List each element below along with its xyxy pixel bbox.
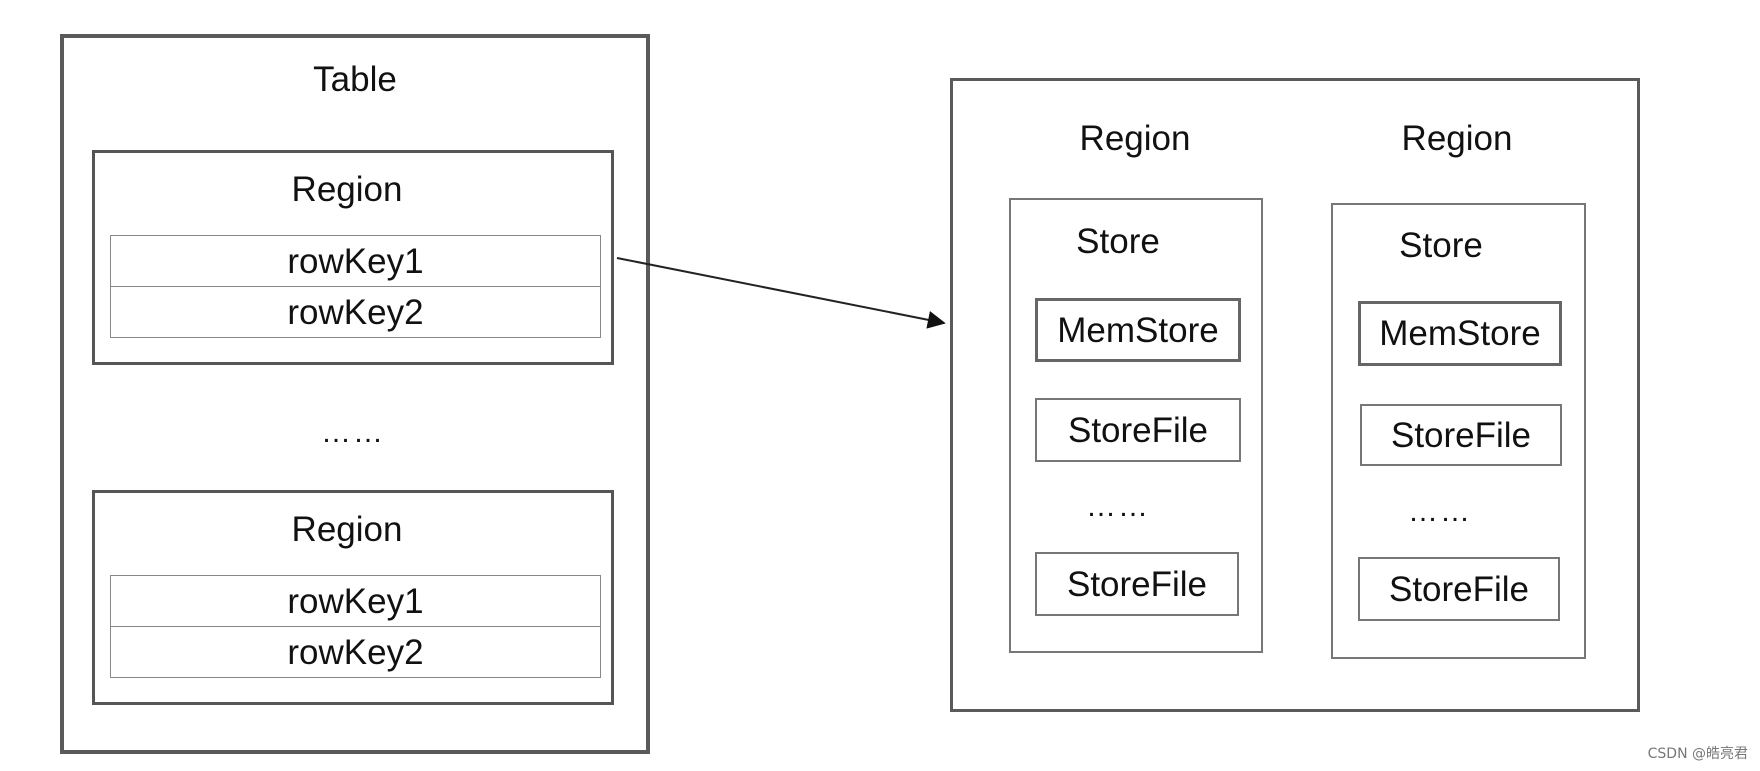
table-title: Table [313, 60, 397, 99]
storefile-2-bottom: StoreFile [1358, 557, 1560, 621]
server-region-2-label: Region [1401, 119, 1513, 158]
memstore-label: MemStore [1057, 310, 1219, 350]
store-1-ellipsis: …… [1086, 490, 1150, 523]
storefile-2-top: StoreFile [1360, 404, 1562, 466]
watermark: CSDN @皓亮君 [1647, 746, 1748, 762]
row-key-label: rowKey1 [287, 242, 424, 281]
table-region-1-row-2: rowKey2 [110, 286, 601, 338]
table-region-1-label: Region [291, 170, 403, 209]
storefile-label: StoreFile [1388, 569, 1530, 609]
memstore-label: MemStore [1379, 314, 1541, 353]
storefile-label: StoreFile [1390, 415, 1532, 455]
memstore-2: MemStore [1358, 301, 1562, 366]
store-1-label: Store [1076, 222, 1160, 261]
table-region-2 [92, 490, 614, 705]
table-region-1 [92, 150, 614, 365]
row-key-label: rowKey2 [287, 292, 424, 332]
store-box-2 [1331, 203, 1586, 659]
server-region-1-label: Region [1079, 119, 1191, 158]
table-region-2-row-1: rowKey1 [110, 575, 601, 628]
row-key-label: rowKey2 [287, 632, 424, 672]
store-2-label: Store [1399, 226, 1483, 265]
memstore-1: MemStore [1035, 298, 1241, 362]
storefile-1-bottom: StoreFile [1035, 552, 1239, 616]
table-ellipsis: …… [321, 416, 385, 449]
table-region-2-row-2: rowKey2 [110, 626, 601, 678]
region-server-box [950, 78, 1640, 712]
store-box-1 [1009, 198, 1263, 653]
table-box [60, 34, 650, 754]
storefile-label: StoreFile [1067, 410, 1209, 450]
storefile-1-top: StoreFile [1035, 398, 1241, 462]
row-key-label: rowKey1 [287, 582, 424, 621]
storefile-label: StoreFile [1066, 564, 1208, 604]
table-region-2-label: Region [291, 510, 403, 549]
store-2-ellipsis: …… [1408, 495, 1472, 528]
